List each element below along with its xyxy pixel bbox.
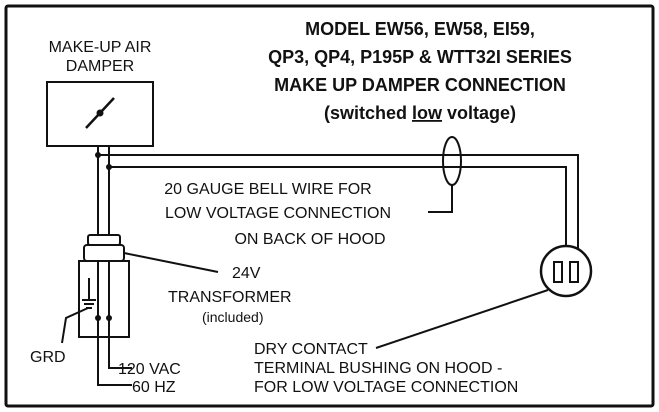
contact-label-line-3: FOR LOW VOLTAGE CONNECTION	[254, 379, 518, 396]
transformer-label-line-2: TRANSFORMER	[168, 289, 292, 306]
ground-leader	[61, 307, 89, 344]
power-label-line-2: 60 HZ	[132, 379, 176, 396]
transformer-label-line-3: (included)	[202, 309, 263, 325]
damper-label-line-2: DAMPER	[66, 58, 134, 75]
title-line-4-pre: (switched	[324, 103, 412, 123]
title-line-4-post: voltage)	[442, 103, 516, 123]
title-line-3: MAKE UP DAMPER CONNECTION	[274, 75, 566, 95]
contact-label-line-1: DRY CONTACT	[254, 341, 368, 358]
title-line-2: QP3, QP4, P195P & WTT32I SERIES	[268, 47, 572, 67]
wire-junction-1	[95, 152, 101, 158]
wire-note-line-2: LOW VOLTAGE CONNECTION	[165, 205, 391, 222]
contact-label-line-2: TERMINAL BUSHING ON HOOD -	[254, 360, 502, 377]
ground-label: GRD	[30, 349, 66, 366]
title-line-1: MODEL EW56, EW58, EI59,	[305, 19, 535, 39]
damper-wires	[97, 146, 448, 235]
transformer-label-line-1: 24V	[232, 265, 261, 282]
wire-junction-2	[106, 164, 112, 170]
transformer-icon	[78, 234, 130, 338]
title-line-4: (switched low voltage)	[324, 103, 516, 123]
ground-icon	[82, 278, 96, 309]
power-label-line-1: 120 VAC	[118, 361, 181, 378]
wire-note-line-1: 20 GAUGE BELL WIRE FOR	[164, 181, 371, 198]
diagram-border	[4, 4, 655, 408]
bell-wire	[440, 154, 579, 250]
terminal-bushing-icon	[539, 244, 593, 298]
transformer-leader	[123, 252, 219, 273]
power-leads	[97, 330, 132, 386]
lead-junction-2	[106, 315, 112, 321]
lead-junction-1	[95, 315, 101, 321]
damper-box	[46, 81, 154, 147]
title-line-4-underlined: low	[412, 103, 443, 123]
wire-note-line-3: ON BACK OF HOOD	[234, 231, 385, 248]
damper-symbol	[85, 97, 115, 129]
contact-leader	[375, 289, 549, 349]
wire-note-leader	[428, 185, 453, 213]
damper-label-line-1: MAKE-UP AIR	[49, 39, 152, 56]
wire-bundle-marker	[442, 136, 462, 186]
